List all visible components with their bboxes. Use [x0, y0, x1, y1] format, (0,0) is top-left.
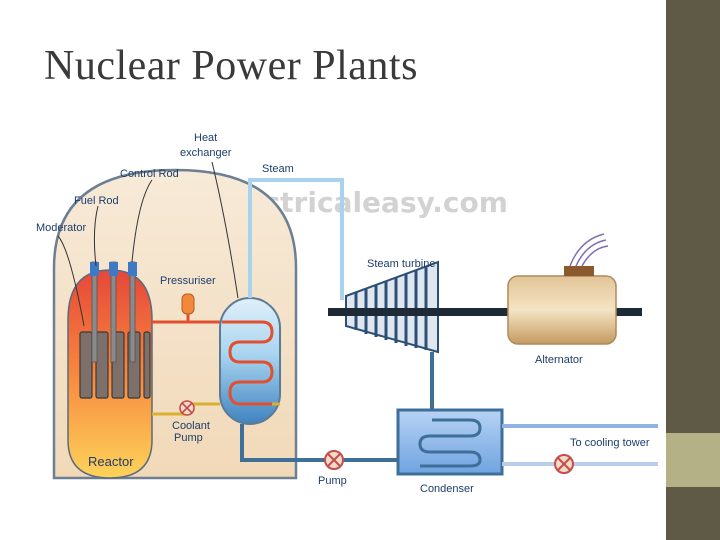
label-control-rod: Control Rod	[120, 168, 179, 180]
slide-sidebar-bar	[666, 0, 720, 540]
pressuriser	[181, 293, 195, 315]
alternator-terminal	[564, 266, 594, 276]
label-steam: Steam	[262, 163, 294, 175]
heat-exchanger-coil-hot	[222, 320, 274, 406]
label-coolant-pump-2: Pump	[174, 432, 203, 444]
turbine-shaft	[328, 308, 642, 316]
alternator	[507, 275, 617, 345]
condenser-coil	[418, 418, 482, 468]
callout-lines	[57, 161, 239, 327]
cooling-valve-icon	[554, 454, 574, 474]
sidebar-accent-block	[666, 433, 720, 487]
steam-turbine	[345, 260, 439, 354]
label-reactor: Reactor	[88, 454, 134, 469]
control-rods	[90, 261, 137, 363]
label-pressuriser: Pressuriser	[160, 275, 216, 287]
feedwater-pipe	[240, 424, 398, 462]
label-moderator: Moderator	[36, 222, 86, 234]
label-steam-turbine: Steam turbine	[367, 258, 435, 270]
label-fuel-rod: Fuel Rod	[74, 195, 119, 207]
label-to-cooling-tower: To cooling tower	[570, 437, 650, 449]
alternator-wires	[569, 233, 609, 267]
slide-title: Nuclear Power Plants	[44, 43, 418, 89]
steam-pipe	[248, 178, 344, 300]
label-alternator: Alternator	[535, 354, 583, 366]
pump-icon	[324, 450, 344, 470]
title-area	[0, 0, 666, 104]
nuclear-plant-diagram: electricaleasy.com	[36, 132, 658, 495]
label-heat-exchanger-2: exchanger	[180, 147, 232, 159]
label-pump: Pump	[318, 475, 347, 487]
label-condenser: Condenser	[420, 483, 474, 495]
label-coolant-pump-1: Coolant	[172, 420, 210, 432]
label-heat-exchanger-1: Heat	[194, 132, 217, 144]
coolant-pump-icon	[179, 400, 195, 416]
